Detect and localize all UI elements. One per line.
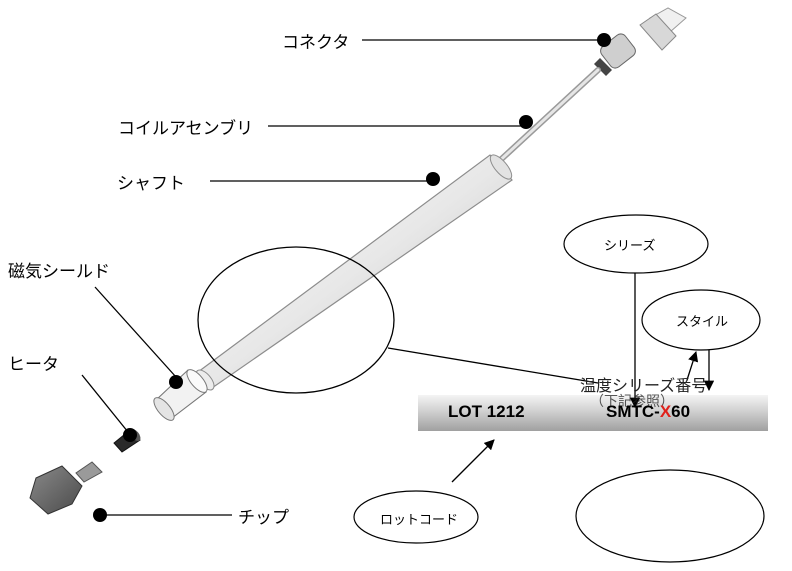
callout-temp-series-number: 温度シリーズ番号 [580, 376, 708, 395]
lot-code-arrow [451, 439, 495, 483]
magnifier-circle [197, 246, 395, 394]
tip-part [29, 461, 103, 515]
label-heater: ヒータ [8, 355, 59, 375]
magnetic-shield-part [153, 369, 208, 421]
callout-lot-code: ロットコード [380, 513, 459, 528]
empty-bubble [575, 469, 765, 563]
part-style-letter: X [659, 402, 672, 421]
callout-series: シリーズ [604, 239, 656, 254]
style-arrow-up [686, 351, 699, 381]
label-shaft: シャフト [117, 174, 185, 194]
label-coil-assembly: コイルアセンブリ [118, 119, 254, 139]
shaft-tube [195, 154, 513, 391]
label-connector: コネクタ [282, 33, 350, 53]
label-magnetic-shield: 磁気シールド [8, 262, 110, 282]
lot-code-bubble [353, 490, 479, 544]
part-number-text: SMTC-X60 [606, 402, 690, 422]
heater-leader [81, 374, 129, 433]
shield-leader [94, 286, 177, 378]
lot-number-text: LOT 1212 [448, 402, 525, 421]
marking-bar [418, 395, 768, 431]
part-suffix: 60 [671, 402, 691, 421]
style-bubble [641, 289, 761, 351]
part-prefix: SMTC- [606, 402, 660, 421]
callout-see-below: （下記参照） [590, 394, 674, 410]
series-bubble [563, 214, 709, 274]
magnifier-line [387, 347, 599, 384]
callout-style: スタイル [676, 315, 729, 330]
label-tip: チップ [238, 508, 289, 528]
